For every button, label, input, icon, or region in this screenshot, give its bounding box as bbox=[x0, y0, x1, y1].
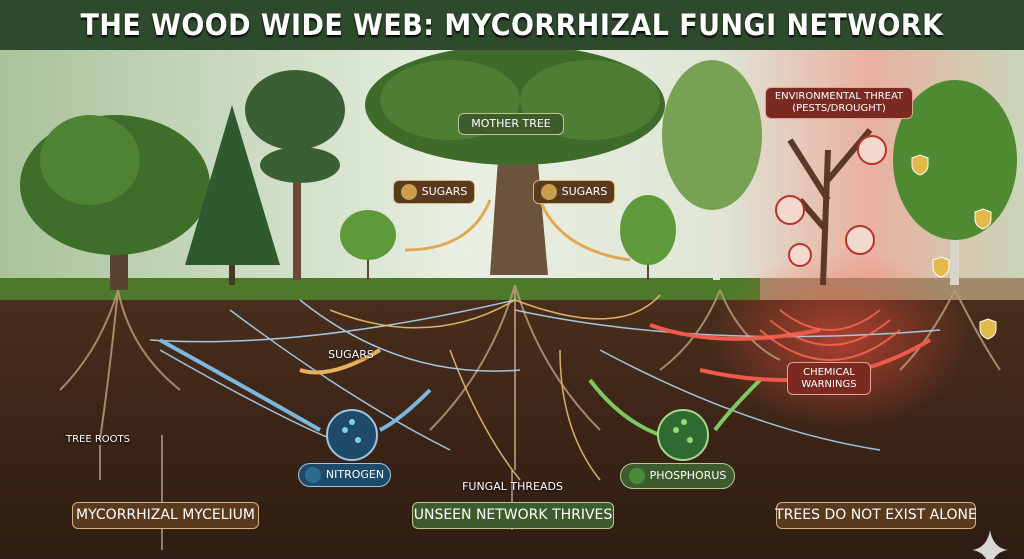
sparkle-icon bbox=[972, 530, 1008, 559]
nitrogen-node bbox=[326, 409, 378, 461]
fungal-threads-blue bbox=[149, 299, 941, 451]
sugars-label-left: SUGARS bbox=[393, 180, 475, 204]
fungal-threads-gold bbox=[329, 294, 661, 481]
chemical-warnings-label: CHEMICAL WARNINGS bbox=[787, 362, 871, 395]
seedling-left bbox=[340, 210, 396, 280]
nitrogen-text: NITROGEN bbox=[325, 468, 385, 482]
environmental-threat-label: ENVIRONMENTAL THREAT (PESTS/DROUGHT) bbox=[765, 87, 913, 119]
tree-pine bbox=[245, 70, 345, 280]
trees-not-alone-label: TREES DO NOT EXIST ALONE bbox=[775, 502, 977, 529]
nutrient-arrows bbox=[159, 323, 932, 437]
warning-glow bbox=[710, 250, 970, 430]
tree-left-oak bbox=[20, 115, 210, 290]
mother-tree bbox=[365, 50, 665, 275]
sugars-label-right: SUGARS bbox=[533, 180, 615, 204]
tree-spruce bbox=[185, 105, 280, 285]
phosphorus-label: PHOSPHORUS bbox=[620, 463, 735, 489]
sugars-text: SUGARS bbox=[421, 185, 468, 199]
shield-icons bbox=[911, 154, 997, 340]
mycorrhizal-mycelium-label: MYCORRHIZAL MYCELIUM bbox=[72, 502, 259, 529]
sugar-flow-arrows bbox=[404, 199, 631, 262]
phosphorus-node bbox=[657, 409, 709, 461]
tree-birch bbox=[662, 60, 762, 280]
page-title: THE WOOD WIDE WEB: MYCORRHIZAL FUNGI NET… bbox=[80, 8, 944, 42]
warning-waves bbox=[759, 309, 901, 361]
fungal-threads-label: FUNGAL THREADS bbox=[462, 480, 563, 494]
sugar-molecules-icon bbox=[540, 184, 557, 200]
unseen-network-label: UNSEEN NETWORK THRIVES bbox=[412, 502, 614, 529]
grass bbox=[0, 278, 760, 300]
pest-icons bbox=[775, 135, 887, 267]
phosphorus-icon bbox=[628, 468, 645, 484]
dying-tree bbox=[787, 128, 873, 286]
seedling-right bbox=[620, 195, 676, 280]
sugars-text: SUGARS bbox=[561, 185, 608, 199]
tree-roots-label: TREE ROOTS bbox=[65, 434, 131, 445]
title-bar: THE WOOD WIDE WEB: MYCORRHIZAL FUNGI NET… bbox=[0, 0, 1024, 50]
sugars-underground-label: SUGARS bbox=[328, 348, 374, 362]
sugar-molecules-icon bbox=[400, 184, 417, 200]
nitrogen-icon bbox=[304, 467, 321, 483]
phosphorus-text: PHOSPHORUS bbox=[649, 469, 727, 483]
tree-right bbox=[893, 80, 1017, 285]
tree-roots bbox=[59, 284, 1001, 470]
nitrogen-label: NITROGEN bbox=[298, 463, 391, 487]
mother-tree-label: MOTHER TREE bbox=[458, 113, 564, 135]
